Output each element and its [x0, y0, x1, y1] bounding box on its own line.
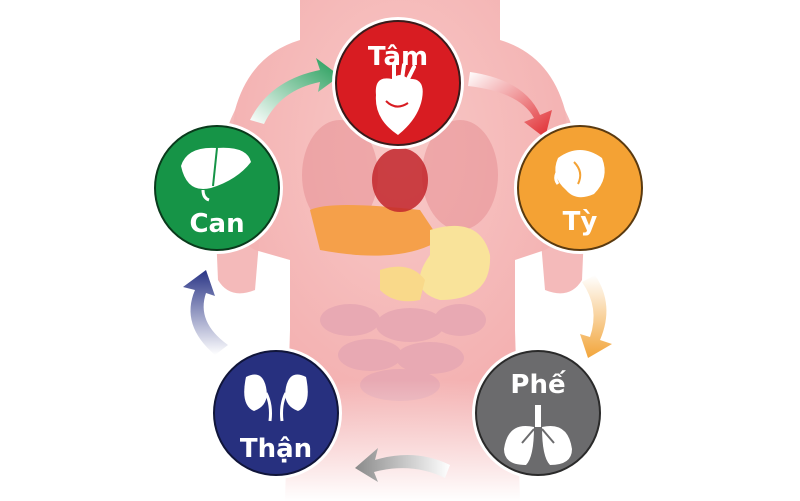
organ-ty-label: Tỳ — [563, 207, 598, 237]
pancreas-shape — [380, 266, 425, 302]
stomach-shape — [419, 225, 491, 300]
arrow-tam-to-ty — [468, 72, 552, 138]
organ-than: Thận — [210, 347, 342, 479]
spleen-icon — [554, 150, 605, 198]
arrow-phe-to-than — [355, 448, 450, 482]
right-lung-shape — [422, 120, 498, 230]
organ-can: Can — [151, 122, 283, 254]
left-lung-shape — [302, 120, 378, 230]
liver-icon — [181, 147, 251, 202]
organ-tam: Tâm — [332, 17, 464, 149]
lungs-icon — [504, 405, 572, 465]
arrow-ty-to-phe — [580, 275, 612, 358]
organ-phe: Phế — [472, 347, 604, 479]
arrow-than-to-can — [183, 270, 228, 355]
organ-phe-label: Phế — [510, 369, 566, 400]
organ-can-label: Can — [189, 209, 244, 239]
heart-icon — [375, 63, 423, 135]
heart-shape — [372, 148, 428, 212]
cycle-arrows — [183, 58, 612, 482]
arrow-can-to-tam — [250, 58, 340, 124]
organ-than-label: Thận — [240, 434, 312, 464]
organ-tam-label: Tâm — [368, 42, 428, 72]
organ-ty: Tỳ — [514, 122, 646, 254]
kidneys-icon — [244, 374, 308, 422]
liver-shape — [310, 205, 440, 256]
